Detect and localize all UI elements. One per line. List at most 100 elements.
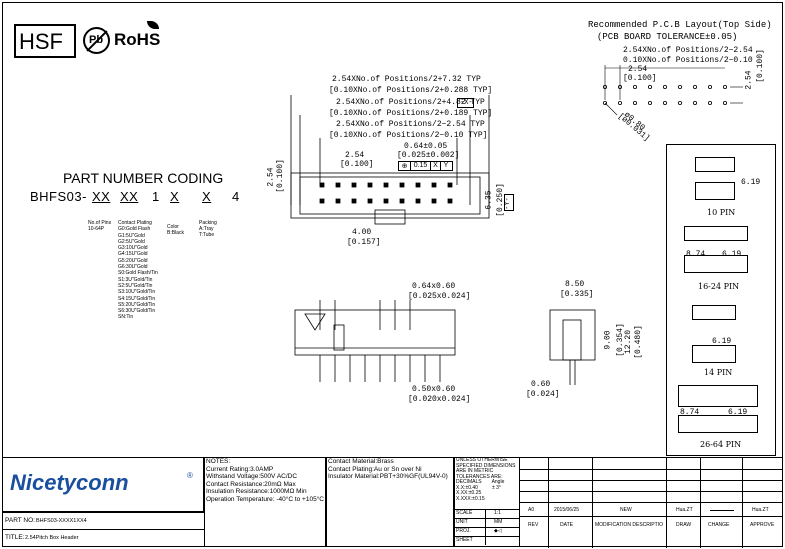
front-d3b: [0.10XNo.of Positions/2−0.10 TYP] xyxy=(329,131,488,140)
pb-free-icon: Pb xyxy=(83,27,110,54)
draw-header: DRAW xyxy=(676,522,692,528)
coding-packing-1: A:Tray xyxy=(199,226,214,232)
coding-plating-5: G4:15U"Gold xyxy=(118,251,148,258)
part-no-value: BHFS03-XXXX1XX4 xyxy=(36,518,87,524)
titleblock-notes-1: Current Rating:3.0AMP xyxy=(206,465,274,473)
titleblock-material-0: Contact Material:Brass xyxy=(328,458,394,465)
side-pin: 0.64x0.60 xyxy=(412,282,456,291)
desc-header: MODIFICATION DESCRIPTIO xyxy=(595,522,663,528)
titleblock-sheet: SHEET xyxy=(454,537,486,545)
variants-2-dim: 6.19 xyxy=(712,337,732,346)
coding-plating-15: SN:Tin xyxy=(118,314,134,321)
coding-plating-9: S1:3U"Gold/Tin xyxy=(118,276,153,283)
coding-plating-6: G5:20U"Gold xyxy=(118,257,148,264)
side-pin2: 0.50x0.60 xyxy=(412,385,456,394)
datum-x: -X- xyxy=(457,98,474,108)
titleblock-notes-5: Operation Temperature: -40°C to +105°C xyxy=(206,495,324,503)
pcb-rowgap: 2.54 xyxy=(744,70,754,90)
coding-parts-4: X xyxy=(170,189,180,204)
front-frame-1: 0.15 xyxy=(411,162,431,170)
titleblock-unit: UNIT xyxy=(454,519,486,527)
titleblock-unless-0: UNLESS OTHERWISE xyxy=(456,457,508,463)
titleblock-material-2: Insulator Material:PBT+30%GF(UL94V-0) xyxy=(328,473,448,481)
titleblock-proj: PROJ. xyxy=(454,528,486,536)
hsf-logo: HSF xyxy=(14,24,76,58)
titleblock-notes-0: NOTES: xyxy=(206,458,231,465)
pcb-title: Recommended P.C.B Layout(Top Side) xyxy=(588,20,772,30)
tolerance-cell xyxy=(454,457,520,547)
side-pin2-in: [0.020x0.024] xyxy=(408,395,471,404)
front-d2: 2.54XNo.of Positions/2+4.82 TYP xyxy=(336,98,485,107)
coding-packing-0: Packing xyxy=(199,220,217,226)
front-frame-2: X xyxy=(431,162,441,170)
coding-plating-1: G0:Gold Flash xyxy=(118,226,151,233)
variants-2-label: 14 PIN xyxy=(704,368,733,377)
titleblock-unit_v: MM xyxy=(494,519,503,525)
coding-pins-0: No.of Pins xyxy=(88,220,112,226)
variants-panel xyxy=(666,144,776,456)
side-pin-in: [0.025x0.024] xyxy=(408,292,471,301)
datum-y: -Y- xyxy=(504,194,514,211)
variants-3-label: 26-64 PIN xyxy=(700,440,742,449)
titleblock-tol_ang: ± 3° xyxy=(491,484,501,491)
brand-reg: ® xyxy=(187,471,193,480)
front-pitch: 2.54 xyxy=(345,151,365,160)
side-view-drawing xyxy=(294,300,456,382)
titleblock-material-1: Contact Plating:Au or Sn over Ni xyxy=(328,465,422,473)
front-tol-in: [0.025±0.002] xyxy=(397,151,460,160)
approve-header: APPROVE xyxy=(750,522,775,528)
titleblock-decimals: DECIMALS xyxy=(456,479,482,485)
coding-plating-14: S6:30U"Gold/Tin xyxy=(118,308,156,315)
front-key: 4.00 xyxy=(352,228,372,237)
pcb-pitch-in: [0.100] xyxy=(623,74,657,83)
front-d1b: [0.10XNo.of Positions/2+0.288 TYP] xyxy=(329,86,493,95)
front-d2b: [0.10XNo.of Positions/2+0.189 TYP] xyxy=(329,109,493,118)
variants-1-label: 16-24 PIN xyxy=(698,282,740,291)
front-pitch-in: [0.100] xyxy=(340,160,374,169)
rohs-logo: RoHS xyxy=(114,30,161,49)
front-h: 2.54 xyxy=(266,167,276,187)
side-t: 0.60 xyxy=(531,380,551,389)
coding-packing-2: T:Tube xyxy=(199,232,215,238)
rev-value: A0 xyxy=(528,507,535,513)
side-w: 8.50 xyxy=(565,280,585,289)
front-view-drawing xyxy=(290,95,490,225)
titleblock-tol3: X.XXX:±0.15 xyxy=(456,495,485,502)
coding-color-1: B:Black xyxy=(167,230,184,236)
variants-3-dim: 6.19 xyxy=(728,408,748,417)
front-frame-0: ⊕ xyxy=(399,162,411,170)
pcb-tolerance: (PCB BOARD TOLERANCE±0.05) xyxy=(597,32,738,42)
pcb-rowgap-in: [0.100] xyxy=(755,49,765,83)
draw-value: Hua.ZT xyxy=(676,507,693,513)
variants-0-label: 10 PIN xyxy=(707,208,736,217)
rev-header: REV xyxy=(528,522,539,528)
variants-3-dim2: 8.74 xyxy=(680,408,700,417)
front-datum_x: -X- xyxy=(460,99,473,107)
titleblock-unless-1: SPECIFIED DIMENSIONS xyxy=(456,462,516,469)
feature-control-frame: ⊕ 0.15 X Y xyxy=(398,161,453,171)
date-value: 2015/06/25 xyxy=(554,507,580,513)
coding-plating-0: Contact Plating xyxy=(118,220,152,226)
variants-1-dim: 6.19 xyxy=(722,250,742,259)
notes-cell xyxy=(204,457,326,547)
rohs-leaf-icon xyxy=(147,21,159,29)
revision-table: A0 2015/06/25 NEW Hua.ZT Hua.ZT REV DATE… xyxy=(520,457,783,548)
front-d1: 2.54XNo.of Positions/2+7.32 TYP xyxy=(332,75,481,84)
coding-plating-2: G1:5U"Gold xyxy=(118,232,145,239)
coding-plating-8: S0:Gold Flash/Tin xyxy=(118,270,158,277)
coding-parts-3: 1 xyxy=(152,189,160,204)
variants-1-dim2: 8.74 xyxy=(686,250,706,259)
titleblock-tol1: X.X:±0.40 xyxy=(456,484,478,491)
coding-parts-2: XX xyxy=(120,189,139,204)
front-frame-3: Y xyxy=(443,162,449,169)
coding-plating-7: G6:30U"Gold xyxy=(118,264,148,271)
coding-plating-4: G3:10U"Gold xyxy=(118,245,148,252)
title-value: 2.54Pitch Box Header xyxy=(25,535,79,541)
titleblock-scale: SCALE xyxy=(454,510,486,518)
